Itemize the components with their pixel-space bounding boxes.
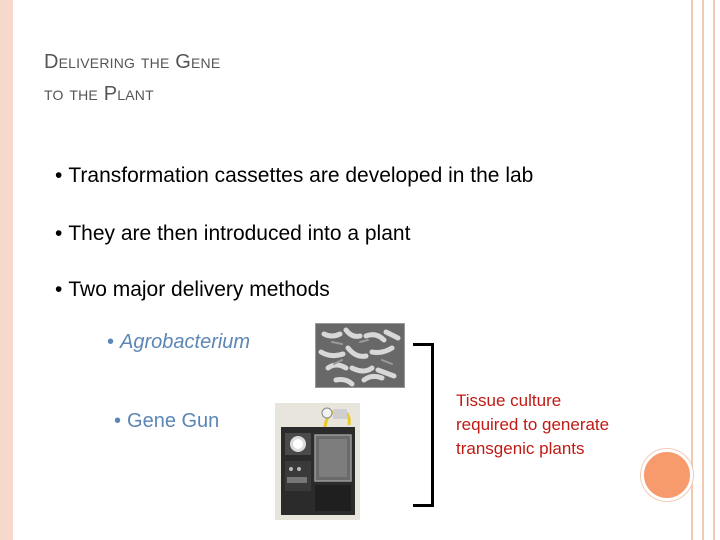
- gene-gun-device-icon: [275, 403, 360, 520]
- bullet-text: Transformation cassettes are developed i…: [68, 164, 534, 187]
- note-line: transgenic plants: [456, 439, 585, 458]
- slide-title: Delivering the Gene to the Plant: [44, 46, 220, 110]
- slide-frame-line: [691, 0, 693, 540]
- bullet-glyph: •: [55, 164, 63, 187]
- grouping-bracket: [413, 343, 434, 507]
- bullet-glyph: •: [107, 331, 115, 353]
- bullet-item: •Two major delivery methods: [55, 278, 330, 302]
- note-line: Tissue culture: [456, 391, 562, 410]
- bullet-item: •Transformation cassettes are developed …: [55, 164, 533, 188]
- note-line: required to generate: [456, 415, 610, 434]
- method-label: Gene Gun: [127, 410, 220, 432]
- bullet-glyph: •: [55, 278, 63, 301]
- decorative-circle: [641, 449, 693, 501]
- bacteria-micrograph-icon: [315, 323, 405, 388]
- slide-frame-line: [702, 0, 704, 540]
- tissue-culture-note: Tissue culture required to generate tran…: [456, 389, 609, 461]
- slide-title-line: Delivering the Gene: [44, 51, 221, 73]
- bullet-glyph: •: [114, 410, 122, 432]
- method-label: Agrobacterium: [120, 331, 251, 353]
- bullet-text: Two major delivery methods: [68, 278, 330, 301]
- slide-title-line: to the Plant: [44, 83, 154, 105]
- slide-frame-left: [0, 0, 13, 540]
- bullet-item: •They are then introduced into a plant: [55, 222, 410, 246]
- bullet-glyph: •: [55, 222, 63, 245]
- slide-frame-line: [713, 0, 715, 540]
- method-gene-gun: •Gene Gun: [114, 410, 219, 433]
- method-agrobacterium: •Agrobacterium: [107, 331, 250, 354]
- bullet-text: They are then introduced into a plant: [68, 222, 411, 245]
